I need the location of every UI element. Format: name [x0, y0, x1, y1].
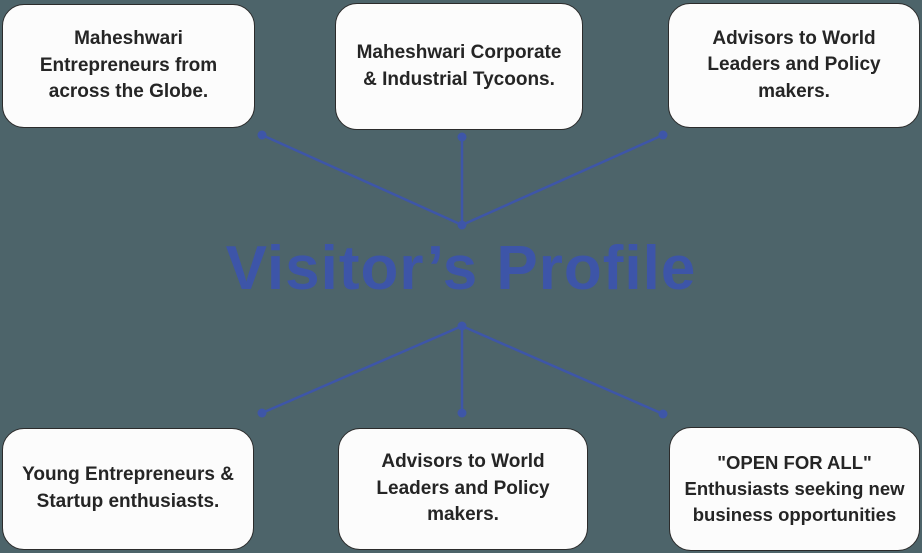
connector-node	[457, 408, 467, 418]
card-bottom-right: "OPEN FOR ALL" Enthusiasts seeking new b…	[669, 427, 920, 551]
card-top-right: Advisors to World Leaders and Policy mak…	[668, 3, 920, 128]
card-bottom-middle: Advisors to World Leaders and Policy mak…	[338, 428, 588, 550]
card-bottom-left: Young Entrepreneurs & Startup enthusiast…	[2, 428, 254, 550]
card-top-middle: Maheshwari Corporate & Industrial Tycoon…	[335, 3, 583, 130]
connector-node	[658, 130, 668, 140]
connector-node	[457, 220, 467, 230]
connector-node	[658, 409, 668, 419]
diagram-title: Visitor’s Profile	[225, 234, 697, 303]
connector-node	[257, 130, 267, 140]
connector-node	[257, 408, 267, 418]
connector-node	[457, 321, 467, 331]
connector-node	[457, 132, 467, 142]
card-top-left: Maheshwari Entrepreneurs from across the…	[2, 4, 255, 128]
